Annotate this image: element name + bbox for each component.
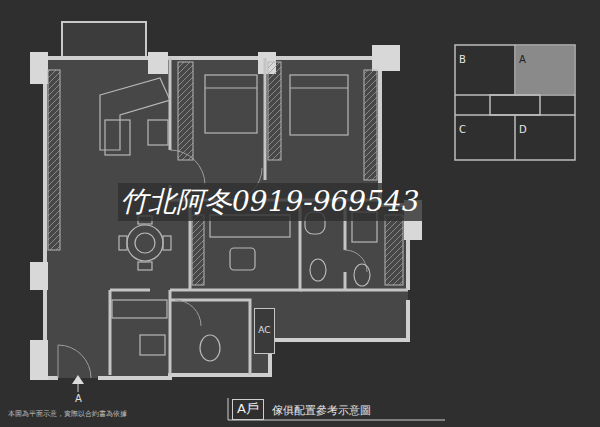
entrance-label: A xyxy=(73,393,84,404)
ac-unit-box: AC xyxy=(254,308,275,354)
node-text: A戶 xyxy=(237,402,259,416)
node-text: C xyxy=(459,124,466,135)
unit-key: D xyxy=(516,116,574,159)
plan-caption: 傢俱配置參考示意圖 xyxy=(270,403,373,418)
unit-key: B xyxy=(456,46,514,94)
node-text: AC xyxy=(258,326,270,336)
unit-key: C xyxy=(456,116,514,159)
unit-title-box: A戶 xyxy=(232,399,264,420)
disclaimer-note: 本圖為平面示意，實際以合約書為依據 xyxy=(6,409,129,419)
node-text: D xyxy=(519,124,527,135)
node-text: A xyxy=(519,54,526,65)
watermark: 竹北阿冬0919-969543 xyxy=(118,183,422,221)
node-text: B xyxy=(459,54,466,65)
unit-key: A xyxy=(516,46,574,94)
